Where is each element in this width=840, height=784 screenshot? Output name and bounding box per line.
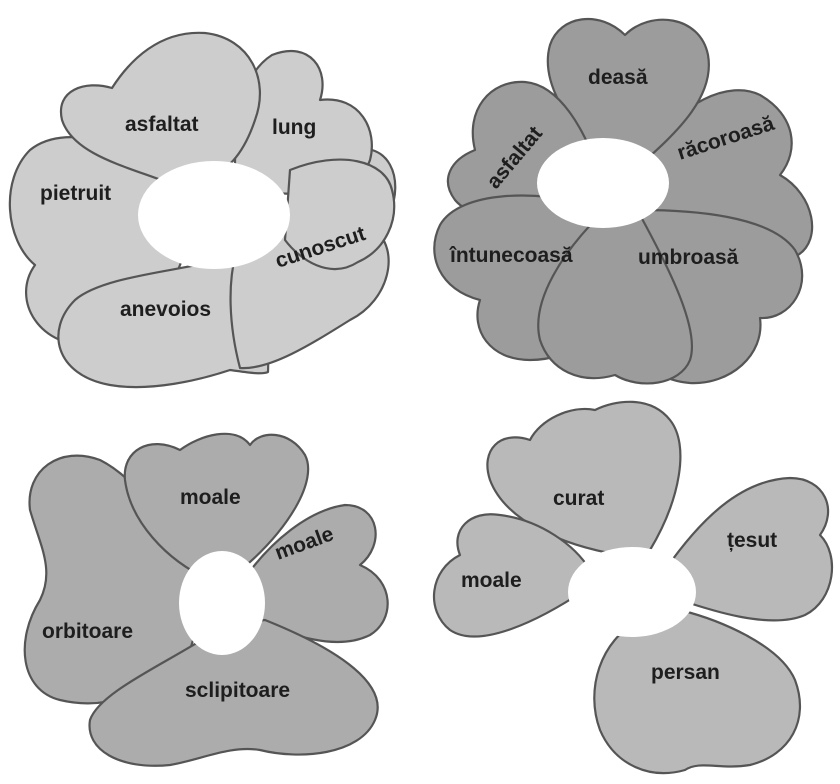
word-lung: lung <box>272 116 316 139</box>
flower-bottom-right-center <box>568 547 696 637</box>
word-moale-3: moale <box>461 569 522 592</box>
word-pietruit: pietruit <box>40 182 111 205</box>
flower-top-right-center <box>537 138 669 228</box>
word-deasa: deasă <box>588 66 648 89</box>
word-intunecoasa: întunecoasă <box>449 244 573 267</box>
flower-top-left: asfaltat lung pietruit cunoscut anevoios <box>10 33 395 387</box>
flower-top-left-center <box>138 161 290 269</box>
word-tesut: țesut <box>727 529 777 552</box>
word-moale-1: moale <box>180 486 241 509</box>
word-sclipitoare: sclipitoare <box>185 679 290 702</box>
word-orbitoare: orbitoare <box>42 620 133 643</box>
flower-bottom-left-center <box>179 551 265 655</box>
word-umbroasa: umbroasă <box>638 246 739 269</box>
word-asfaltat-1: asfaltat <box>125 113 199 136</box>
word-persan: persan <box>651 661 720 684</box>
word-curat: curat <box>553 487 604 510</box>
flower-bottom-left: moale moale orbitoare sclipitoare <box>25 434 388 766</box>
word-anevoios: anevoios <box>120 298 211 321</box>
flower-top-right: deasă asfaltat răcoroasă întunecoasă umb… <box>434 19 812 383</box>
flower-bottom-right: curat țesut moale persan <box>434 402 832 773</box>
